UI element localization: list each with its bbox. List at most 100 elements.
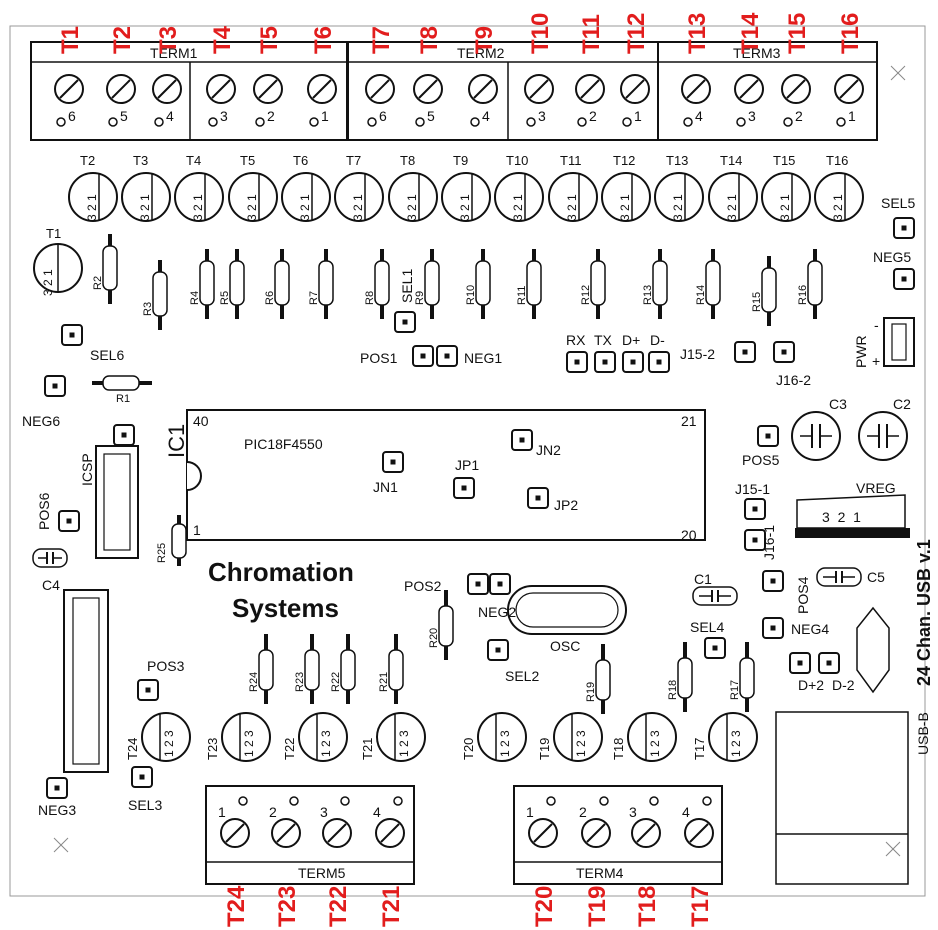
sensor-label: T2	[80, 153, 95, 168]
pin-number-top: 4	[482, 108, 490, 124]
callout-t11: T11	[578, 14, 605, 54]
resistor-label: R13	[642, 285, 654, 305]
pad-jp1	[453, 477, 475, 499]
label-icsp: ICSP	[79, 453, 95, 486]
sensor-pins: 1 2 3	[319, 730, 333, 757]
sensor-t1: T1 3 2 1	[33, 226, 83, 296]
pad-sel4	[704, 637, 726, 659]
sensor-label: T5	[240, 153, 255, 168]
resistor-r18: R18	[667, 642, 693, 712]
screw-terminal-top-3: 4	[152, 74, 182, 127]
oscillator: OSC	[507, 585, 627, 654]
screw-terminal-top-13: 4	[681, 74, 711, 127]
pad-neg3	[46, 777, 68, 799]
pin-number-bottom: 4	[373, 804, 381, 820]
callout-t23: T23	[274, 886, 301, 927]
callout-t19: T19	[584, 886, 611, 927]
pad-j15-2	[734, 341, 756, 363]
label-pos5: POS5	[742, 452, 780, 468]
side-connector	[63, 589, 109, 773]
label-jn1: JN1	[373, 479, 398, 495]
screw-terminal-bottom-7: 3	[629, 796, 661, 848]
screw-terminal-top-1: 6	[54, 74, 84, 127]
screw-terminal-top-15: 2	[781, 74, 811, 127]
sensor-t1-pins: 3 2 1	[41, 269, 55, 296]
label-d-minus-2: D-2	[832, 677, 855, 693]
board-name: 24 Chan. USB v.1	[914, 539, 934, 686]
label-d-plus-2: D+2	[798, 677, 824, 693]
screw-terminal-top-10: 3	[524, 74, 554, 127]
sensor-pins: 3 2 1	[511, 194, 525, 221]
resistor-r14: R14	[695, 249, 721, 319]
label-pin20: 20	[681, 527, 697, 543]
screw-terminal-bottom-5: 1	[526, 796, 558, 848]
screw-terminal-bottom-8: 4	[682, 796, 714, 848]
callout-t24: T24	[223, 885, 250, 927]
pin-number-bottom: 1	[526, 804, 534, 820]
resistor-label: R21	[378, 672, 390, 692]
sensor-pins: 3 2 1	[405, 194, 419, 221]
callout-t20: T20	[531, 886, 558, 927]
resistor-label: R11	[516, 286, 528, 305]
sensor-pins: 3 2 1	[298, 194, 312, 221]
screw-terminal-top-16: 1	[834, 74, 864, 127]
screw-terminal-bottom-2: 2	[269, 796, 301, 848]
resistor-r22: R22	[330, 634, 356, 704]
resistor-r25: R25	[156, 515, 187, 566]
resistor-r1-label: R1	[116, 393, 130, 405]
pin-number-bottom: 1	[218, 804, 226, 820]
pad-pos2-a	[467, 573, 489, 595]
resistor-r25-label: R25	[156, 543, 168, 563]
label-pos2: POS2	[404, 578, 442, 594]
label-j16-1: J16-1	[761, 525, 777, 560]
label-neg4: NEG4	[791, 621, 829, 637]
pad-pos3	[137, 679, 159, 701]
term-block-3-label: TERM3	[733, 45, 781, 61]
label-jn2: JN2	[536, 442, 561, 458]
term-block-5-label: TERM5	[298, 865, 346, 881]
screw-terminal-top-4: 3	[206, 74, 236, 127]
callout-t15: T15	[784, 13, 811, 54]
label-pos3: POS3	[147, 658, 185, 674]
sensor-pins: 1 2 3	[648, 730, 662, 757]
pad-neg5	[893, 268, 915, 290]
pad-j16-1	[744, 529, 766, 551]
sensor-label: T19	[537, 738, 552, 760]
sensor-t3: T33 2 1	[121, 153, 171, 222]
screw-terminal-top-2: 5	[106, 74, 136, 127]
pad-pos4	[762, 570, 784, 592]
label-pwr-plus: +	[872, 353, 880, 369]
pin-number-top: 4	[695, 108, 703, 124]
label-dminus: D-	[650, 332, 665, 348]
resistor-r23: R23	[294, 634, 320, 704]
pin-number-top: 2	[589, 108, 597, 124]
resistor-r5: R5	[219, 249, 245, 319]
sensor-pins: 3 2 1	[351, 194, 365, 221]
callout-t16: T16	[837, 13, 864, 54]
pad-dplus	[622, 351, 644, 373]
sensor-t7: T73 2 1	[334, 153, 384, 222]
pin-number-top: 3	[748, 108, 756, 124]
sensor-t4: T43 2 1	[174, 153, 224, 222]
label-jp2: JP2	[554, 497, 578, 513]
pad-sel3	[131, 766, 153, 788]
resistor-r7: R7	[308, 249, 334, 319]
resistor-label: R14	[695, 285, 707, 305]
pin-number-top: 3	[220, 108, 228, 124]
label-jp1: JP1	[455, 457, 479, 473]
sensor-pins: 3 2 1	[671, 194, 685, 221]
mount-hole-bottom-left	[53, 837, 69, 853]
label-neg6: NEG6	[22, 413, 60, 429]
sensor-t2: T23 2 1	[68, 153, 118, 222]
label-c5: C5	[867, 569, 885, 585]
label-j16-2: J16-2	[776, 372, 811, 388]
pad-sel1	[394, 311, 416, 333]
callout-t9: T9	[471, 26, 498, 54]
